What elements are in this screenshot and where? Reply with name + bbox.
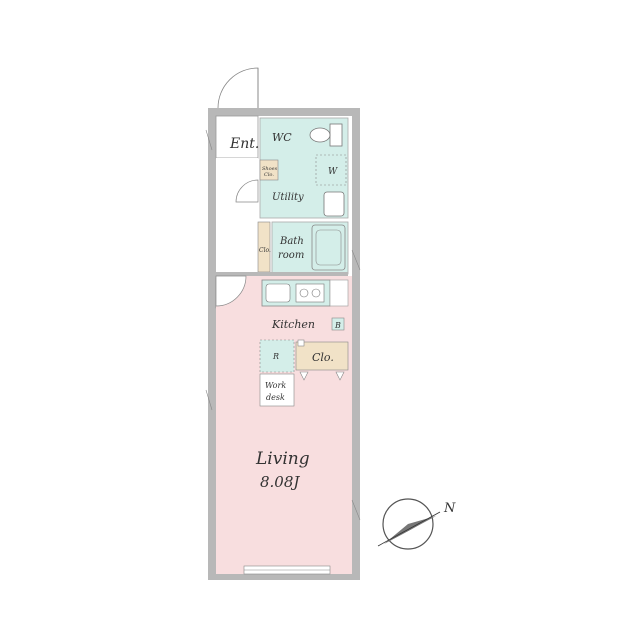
label-utility: Utility	[272, 192, 304, 203]
label-shoes-line1: Shoes	[262, 166, 278, 172]
label-kitchen: Kitchen	[271, 318, 315, 331]
fridge-space	[259, 339, 295, 373]
label-bath-line1: Bath	[279, 236, 304, 247]
washer-space	[315, 154, 347, 186]
label-entrance: Ent.	[229, 136, 259, 152]
cooktop-icon	[295, 283, 325, 303]
side-windows	[205, 129, 361, 521]
compass: N	[377, 498, 456, 550]
label-corridor-closet: Clo.	[259, 247, 271, 254]
label-bath-line2: room	[278, 250, 304, 261]
toilet-icon	[309, 123, 343, 147]
compass-north-label: N	[443, 501, 456, 516]
bathtub	[311, 224, 346, 271]
label-desk-line2: desk	[266, 393, 285, 402]
utility-sink-icon	[323, 191, 345, 217]
label-washer: W	[328, 167, 338, 177]
living-area	[216, 276, 352, 574]
closet-doors	[299, 371, 345, 381]
work-desk	[259, 373, 295, 407]
label-living-size: 8.08J	[260, 473, 300, 491]
entrance-door	[217, 67, 259, 109]
label-wc: WC	[272, 131, 292, 144]
living-closet	[295, 341, 349, 371]
label-breaker-b: B	[334, 321, 341, 330]
label-closet: Clo.	[312, 351, 334, 364]
label-living: Living	[255, 449, 310, 469]
shoes-closet	[259, 159, 279, 181]
utility-door	[235, 179, 259, 203]
label-desk-line1: Work	[265, 381, 286, 390]
label-fridge: R	[272, 352, 279, 361]
kitchen-sink-icon	[265, 283, 291, 303]
label-shoes-line2: Clo.	[264, 172, 274, 178]
breaker-box	[331, 317, 345, 331]
fridge-side-space	[329, 279, 349, 307]
corridor	[216, 158, 258, 272]
